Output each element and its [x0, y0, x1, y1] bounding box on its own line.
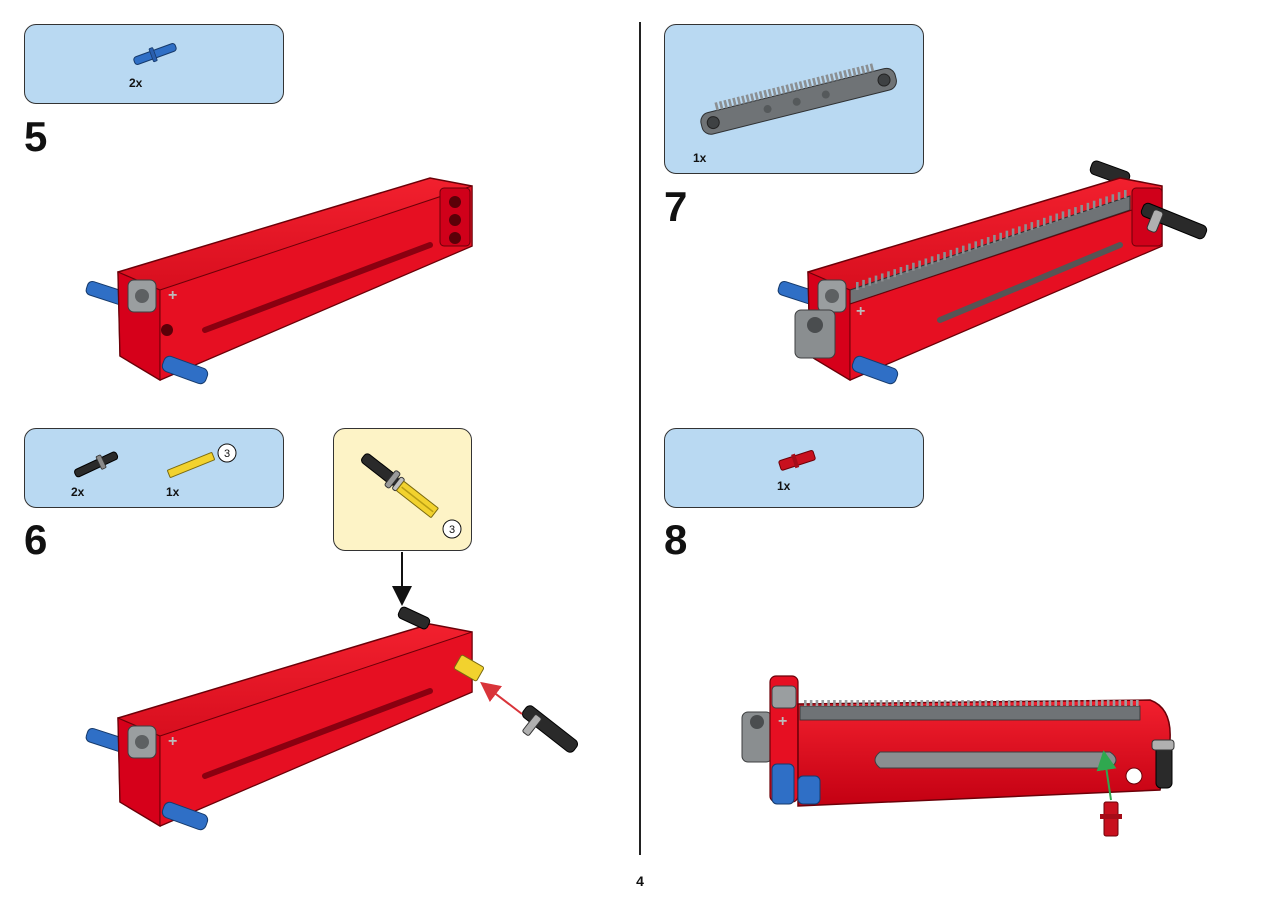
step-5-number: 5	[24, 113, 48, 160]
step-6-part-1-qty: 2x	[71, 485, 85, 499]
step-8-number: 8	[664, 516, 688, 563]
yellow-axle-icon: 3	[167, 443, 237, 478]
page-number: 4	[636, 873, 644, 889]
yellow-axle-length-label: 3	[224, 448, 230, 460]
grey-gear-rack-icon	[700, 63, 897, 135]
step-6-subassembly-box: 3	[333, 428, 472, 551]
step-7-number: 7	[664, 183, 688, 230]
svg-text:+: +	[168, 733, 177, 750]
svg-text:+: +	[168, 287, 177, 304]
step-8-parts-callout: 1x	[664, 428, 924, 508]
blue-pin-bottom	[161, 355, 209, 385]
subassembly-length-label: 3	[449, 524, 455, 536]
svg-text:+: +	[778, 713, 787, 730]
black-axle-pin-icon	[74, 451, 119, 478]
step-7-parts-callout: 1x	[664, 24, 924, 174]
step-5-red-beam-model: +	[85, 177, 473, 385]
step-7-red-beam-with-rack-model: +	[777, 160, 1208, 385]
insert-arrow-red	[480, 681, 523, 715]
step-6-number: 6	[24, 516, 48, 563]
step-8-red-beam-side-model: +	[741, 675, 1175, 837]
svg-text:+: +	[856, 303, 865, 320]
black-pin-incoming	[521, 705, 579, 753]
blue-axle-pin-icon	[133, 43, 177, 65]
black-pin-with-yellow-axle-icon: 3	[361, 453, 462, 539]
red-pin-icon	[778, 450, 816, 471]
step-6-part-2-qty: 1x	[166, 485, 180, 499]
insert-arrow-green	[1096, 750, 1117, 801]
step-6-red-beam-model: +	[85, 606, 579, 831]
step-5-parts-callout: 2x	[24, 24, 284, 104]
step-6-parts-callout: 2x 3 1x	[24, 428, 284, 508]
page-divider	[639, 22, 641, 855]
step-5-part-qty: 2x	[129, 76, 143, 90]
red-pin-incoming	[1100, 801, 1122, 837]
step-7-part-qty: 1x	[693, 151, 707, 165]
step-8-part-qty: 1x	[777, 479, 791, 493]
